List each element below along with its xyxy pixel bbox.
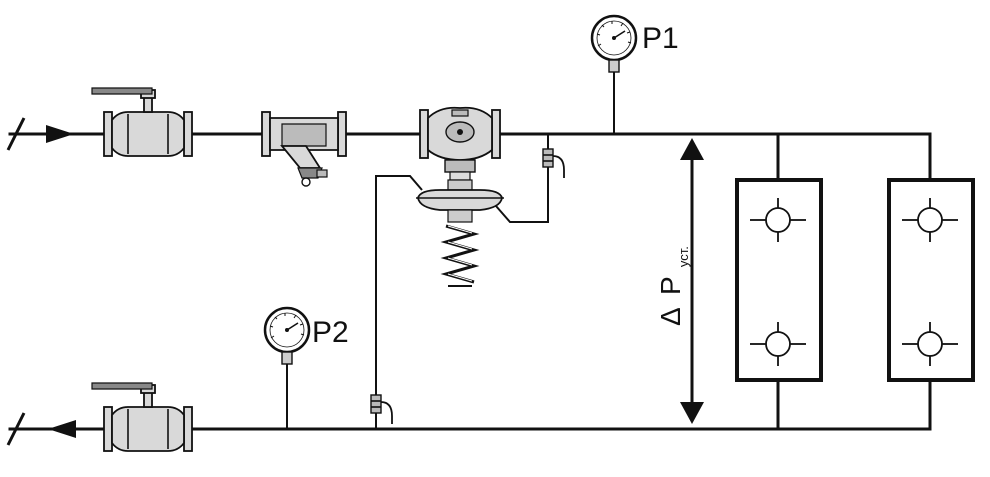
arrow-down-icon [680, 402, 704, 424]
impulse-line-supply [495, 134, 549, 223]
return-break-mark [6, 412, 26, 446]
needle-valve-icon[interactable] [370, 394, 393, 425]
needle-valve-icon[interactable] [542, 148, 565, 179]
supply-break-mark [6, 117, 26, 151]
y-strainer-icon[interactable] [261, 111, 347, 187]
pressure-gauge-icon [590, 14, 638, 74]
ball-valve-icon[interactable] [91, 382, 193, 452]
ball-valve-icon[interactable] [91, 87, 193, 157]
delta-symbol: Δ [655, 308, 686, 326]
delta-p-label: Δ P уст. [655, 246, 691, 326]
arrow-up-icon [680, 138, 704, 160]
svg-text:Δ P уст.: Δ P уст. [655, 246, 691, 326]
gauge-p2-label: P2 [312, 316, 349, 349]
delta-letter: P [655, 277, 686, 295]
delta-subscript: уст. [676, 246, 691, 267]
gauge-p1-label: P1 [642, 22, 679, 55]
impulse-line-return [375, 175, 423, 429]
pressure-regulator-icon[interactable] [416, 106, 504, 287]
pressure-gauge-icon [263, 306, 311, 366]
arrow-right-icon [46, 125, 74, 143]
arrow-left-icon [48, 420, 76, 438]
